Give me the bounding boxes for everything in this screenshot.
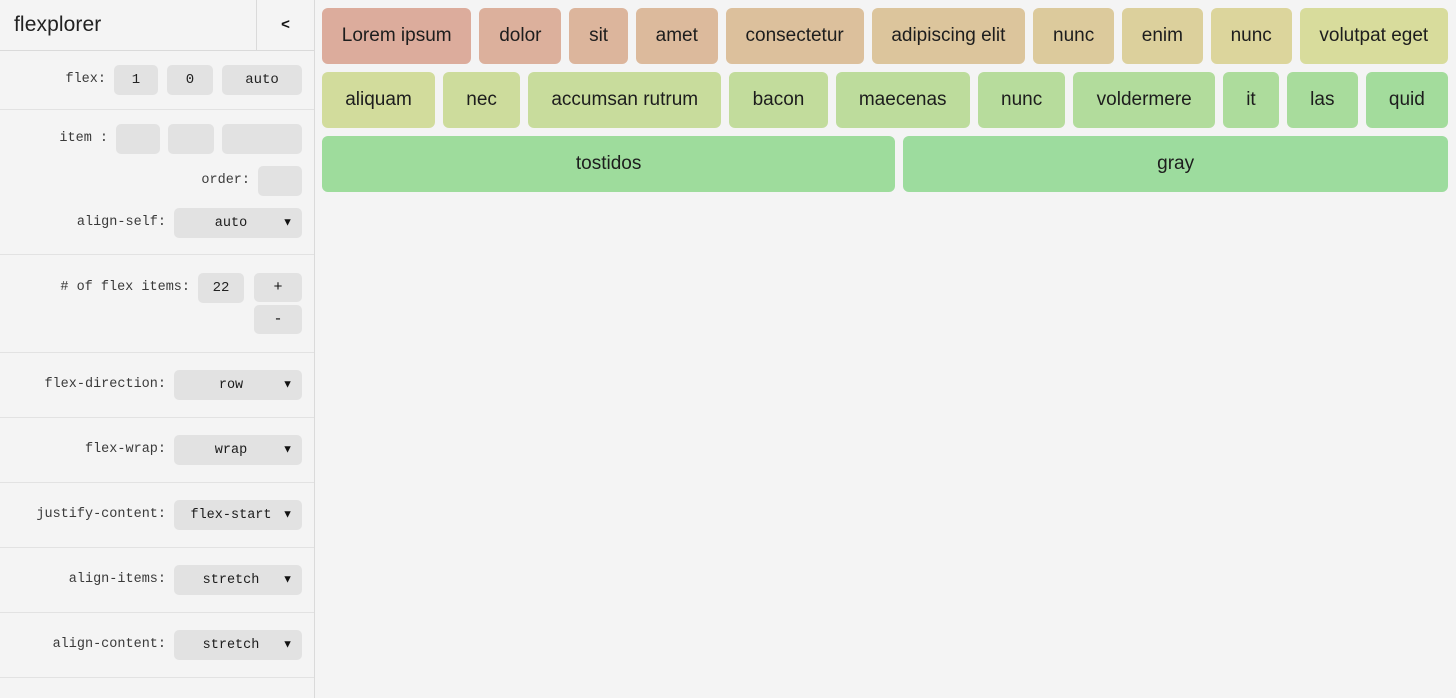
flex-item[interactable]: it — [1222, 72, 1279, 128]
decrement-button[interactable]: - — [254, 305, 302, 334]
flex-item[interactable]: dolor — [479, 8, 562, 64]
flex-shrink-input[interactable] — [167, 65, 213, 95]
item-align-self-row: align-self: auto ▼ — [77, 208, 302, 238]
flex-item[interactable]: tostidos — [322, 136, 896, 192]
label-flex-direction: flex-direction: — [44, 377, 166, 392]
justify-content-select-wrap: flex-start ▼ — [174, 500, 302, 530]
flex-item[interactable]: enim — [1122, 8, 1203, 64]
increment-button[interactable]: + — [254, 273, 302, 302]
row-justify-content: justify-content: flex-start ▼ — [0, 483, 314, 548]
label-item-count: # of flex items: — [60, 280, 190, 295]
flex-item[interactable]: accumsan rutrum — [528, 72, 722, 128]
flex-item[interactable]: amet — [635, 8, 718, 64]
align-content-select-wrap: stretch ▼ — [174, 630, 302, 660]
item-count-input[interactable] — [198, 273, 244, 303]
row-flex: flex: — [0, 51, 314, 110]
flex-item[interactable]: adipiscing elit — [871, 8, 1026, 64]
flex-item[interactable]: sit — [569, 8, 628, 64]
chevron-left-icon[interactable]: < — [256, 0, 314, 51]
align-self-select-wrap: auto ▼ — [174, 208, 302, 238]
item-count-stepper: + - — [254, 273, 302, 334]
item-shrink-input[interactable] — [168, 124, 214, 154]
flex-direction-select-wrap: row ▼ — [174, 370, 302, 400]
align-content-select[interactable]: stretch — [174, 630, 302, 660]
label-order: order: — [201, 173, 250, 188]
label-align-items: align-items: — [68, 572, 166, 587]
item-order-row: order: — [201, 166, 302, 196]
row-item-count: # of flex items: + - — [0, 255, 314, 353]
label-align-content: align-content: — [52, 637, 166, 652]
item-grow-input[interactable] — [116, 124, 160, 154]
label-justify-content: justify-content: — [36, 507, 166, 522]
justify-content-select[interactable]: flex-start — [174, 500, 302, 530]
sidebar-header: flexplorer < — [0, 0, 314, 51]
flex-item[interactable]: nec — [443, 72, 521, 128]
flex-item[interactable]: consectetur — [725, 8, 864, 64]
sidebar: flexplorer < flex: item : order: — [0, 0, 315, 698]
row-align-items: align-items: stretch ▼ — [0, 548, 314, 613]
align-items-select-wrap: stretch ▼ — [174, 565, 302, 595]
flex-basis-input[interactable] — [222, 65, 302, 95]
flex-item[interactable]: nunc — [977, 72, 1066, 128]
row-flex-direction: flex-direction: row ▼ — [0, 353, 314, 418]
flex-wrap-select-wrap: wrap ▼ — [174, 435, 302, 465]
flex-shorthand-group — [114, 65, 302, 95]
row-item: item : order: align-self: auto ▼ — [0, 110, 314, 255]
page-title: flexplorer — [14, 13, 102, 36]
row-flex-wrap: flex-wrap: wrap ▼ — [0, 418, 314, 483]
flex-item[interactable]: maecenas — [835, 72, 970, 128]
flex-item[interactable]: las — [1286, 72, 1358, 128]
flex-wrap-select[interactable]: wrap — [174, 435, 302, 465]
flex-item[interactable]: bacon — [729, 72, 828, 128]
flex-item[interactable]: nunc — [1210, 8, 1292, 64]
row-align-content: align-content: stretch ▼ — [0, 613, 314, 678]
label-flex-wrap: flex-wrap: — [84, 442, 166, 457]
label-item: item : — [59, 131, 108, 146]
flex-item[interactable]: quid — [1365, 72, 1449, 128]
align-items-select[interactable]: stretch — [174, 565, 302, 595]
flex-item[interactable]: voldermere — [1073, 72, 1215, 128]
order-input[interactable] — [258, 166, 302, 196]
flex-grow-input[interactable] — [114, 65, 158, 95]
label-flex: flex: — [65, 72, 106, 87]
flex-item[interactable]: volutpat eget — [1299, 8, 1448, 64]
align-self-select[interactable]: auto — [174, 208, 302, 238]
flex-item[interactable]: nunc — [1033, 8, 1114, 64]
item-count-controls: + - — [198, 273, 302, 334]
flex-item[interactable]: gray — [903, 136, 1449, 192]
item-shorthand-row: item : — [59, 124, 302, 154]
flex-item[interactable]: Lorem ipsum — [322, 8, 472, 64]
item-basis-input[interactable] — [222, 124, 302, 154]
label-align-self: align-self: — [76, 215, 166, 230]
flex-item[interactable]: aliquam — [322, 72, 436, 128]
flex-direction-select[interactable]: row — [174, 370, 302, 400]
